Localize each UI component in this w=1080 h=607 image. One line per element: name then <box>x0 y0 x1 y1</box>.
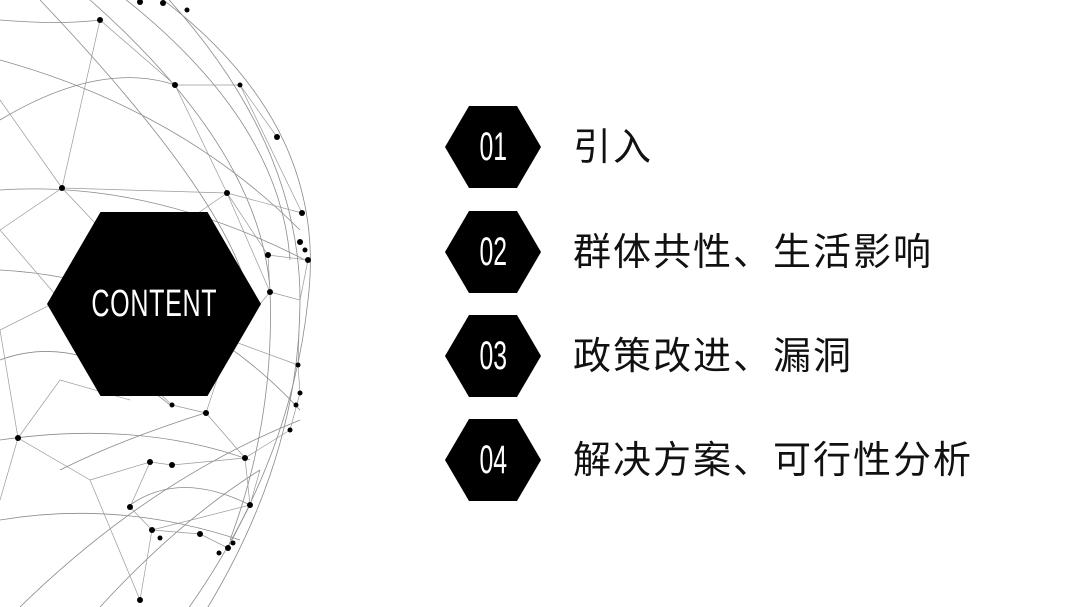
toc-number-hexagon: 04 <box>445 419 541 501</box>
toc-number-hexagon: 03 <box>445 315 541 397</box>
toc-number-hexagon: 01 <box>445 106 541 188</box>
toc-number: 04 <box>479 438 507 482</box>
toc-label: 解决方案、可行性分析 <box>573 438 974 482</box>
toc-number-hexagon: 02 <box>445 211 541 293</box>
toc-item-04[interactable]: 04 解决方案、可行性分析 <box>445 419 1045 501</box>
toc-item-02[interactable]: 02 群体共性、生活影响 <box>445 211 1045 293</box>
content-heading: CONTENT <box>91 283 217 325</box>
toc-item-03[interactable]: 03 政策改进、漏洞 <box>445 315 1045 397</box>
toc-number: 02 <box>479 230 507 274</box>
toc-label: 群体共性、生活影响 <box>573 230 934 274</box>
toc-label: 引入 <box>573 125 654 169</box>
toc-item-01[interactable]: 01 引入 <box>445 106 1045 188</box>
toc-number: 03 <box>479 334 507 378</box>
toc-label: 政策改进、漏洞 <box>573 334 854 378</box>
toc-number: 01 <box>479 125 507 169</box>
